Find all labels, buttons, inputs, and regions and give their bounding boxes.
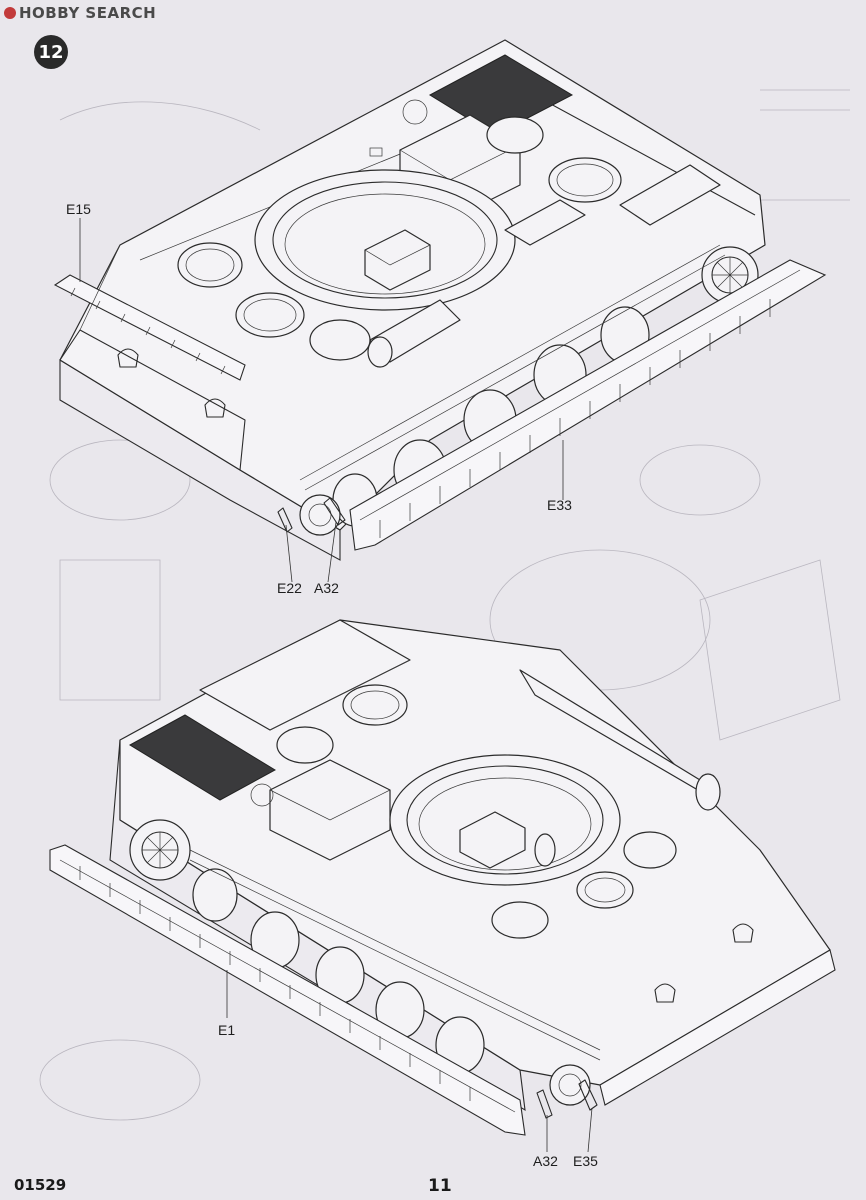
callout-e15: E15 — [66, 201, 91, 217]
watermark-logo-icon — [4, 7, 16, 19]
callout-e1: E1 — [218, 1022, 236, 1038]
watermark-text: HOBBY SEARCH — [19, 4, 157, 22]
callout-a32-upper: A32 — [314, 580, 339, 596]
background-ghost-artwork — [39, 89, 850, 1121]
page-number: 11 — [428, 1176, 452, 1196]
lower-leader-lines — [226, 970, 593, 1153]
watermark: HOBBY SEARCH — [4, 4, 156, 22]
upper-hull-drawing — [53, 39, 827, 561]
callout-e33: E33 — [547, 497, 572, 513]
lower-road-wheels — [129, 819, 591, 1106]
step-number-badge: 12 — [34, 35, 68, 69]
callout-e35: E35 — [573, 1153, 598, 1169]
side-skirt-e1 — [49, 844, 526, 1136]
product-code: 01529 — [14, 1176, 67, 1194]
side-skirt-e33 — [349, 259, 827, 551]
upper-leader-lines — [79, 218, 564, 583]
callout-e22: E22 — [277, 580, 302, 596]
callout-a32-lower: A32 — [533, 1153, 558, 1169]
lower-hull-drawing — [49, 619, 836, 1136]
